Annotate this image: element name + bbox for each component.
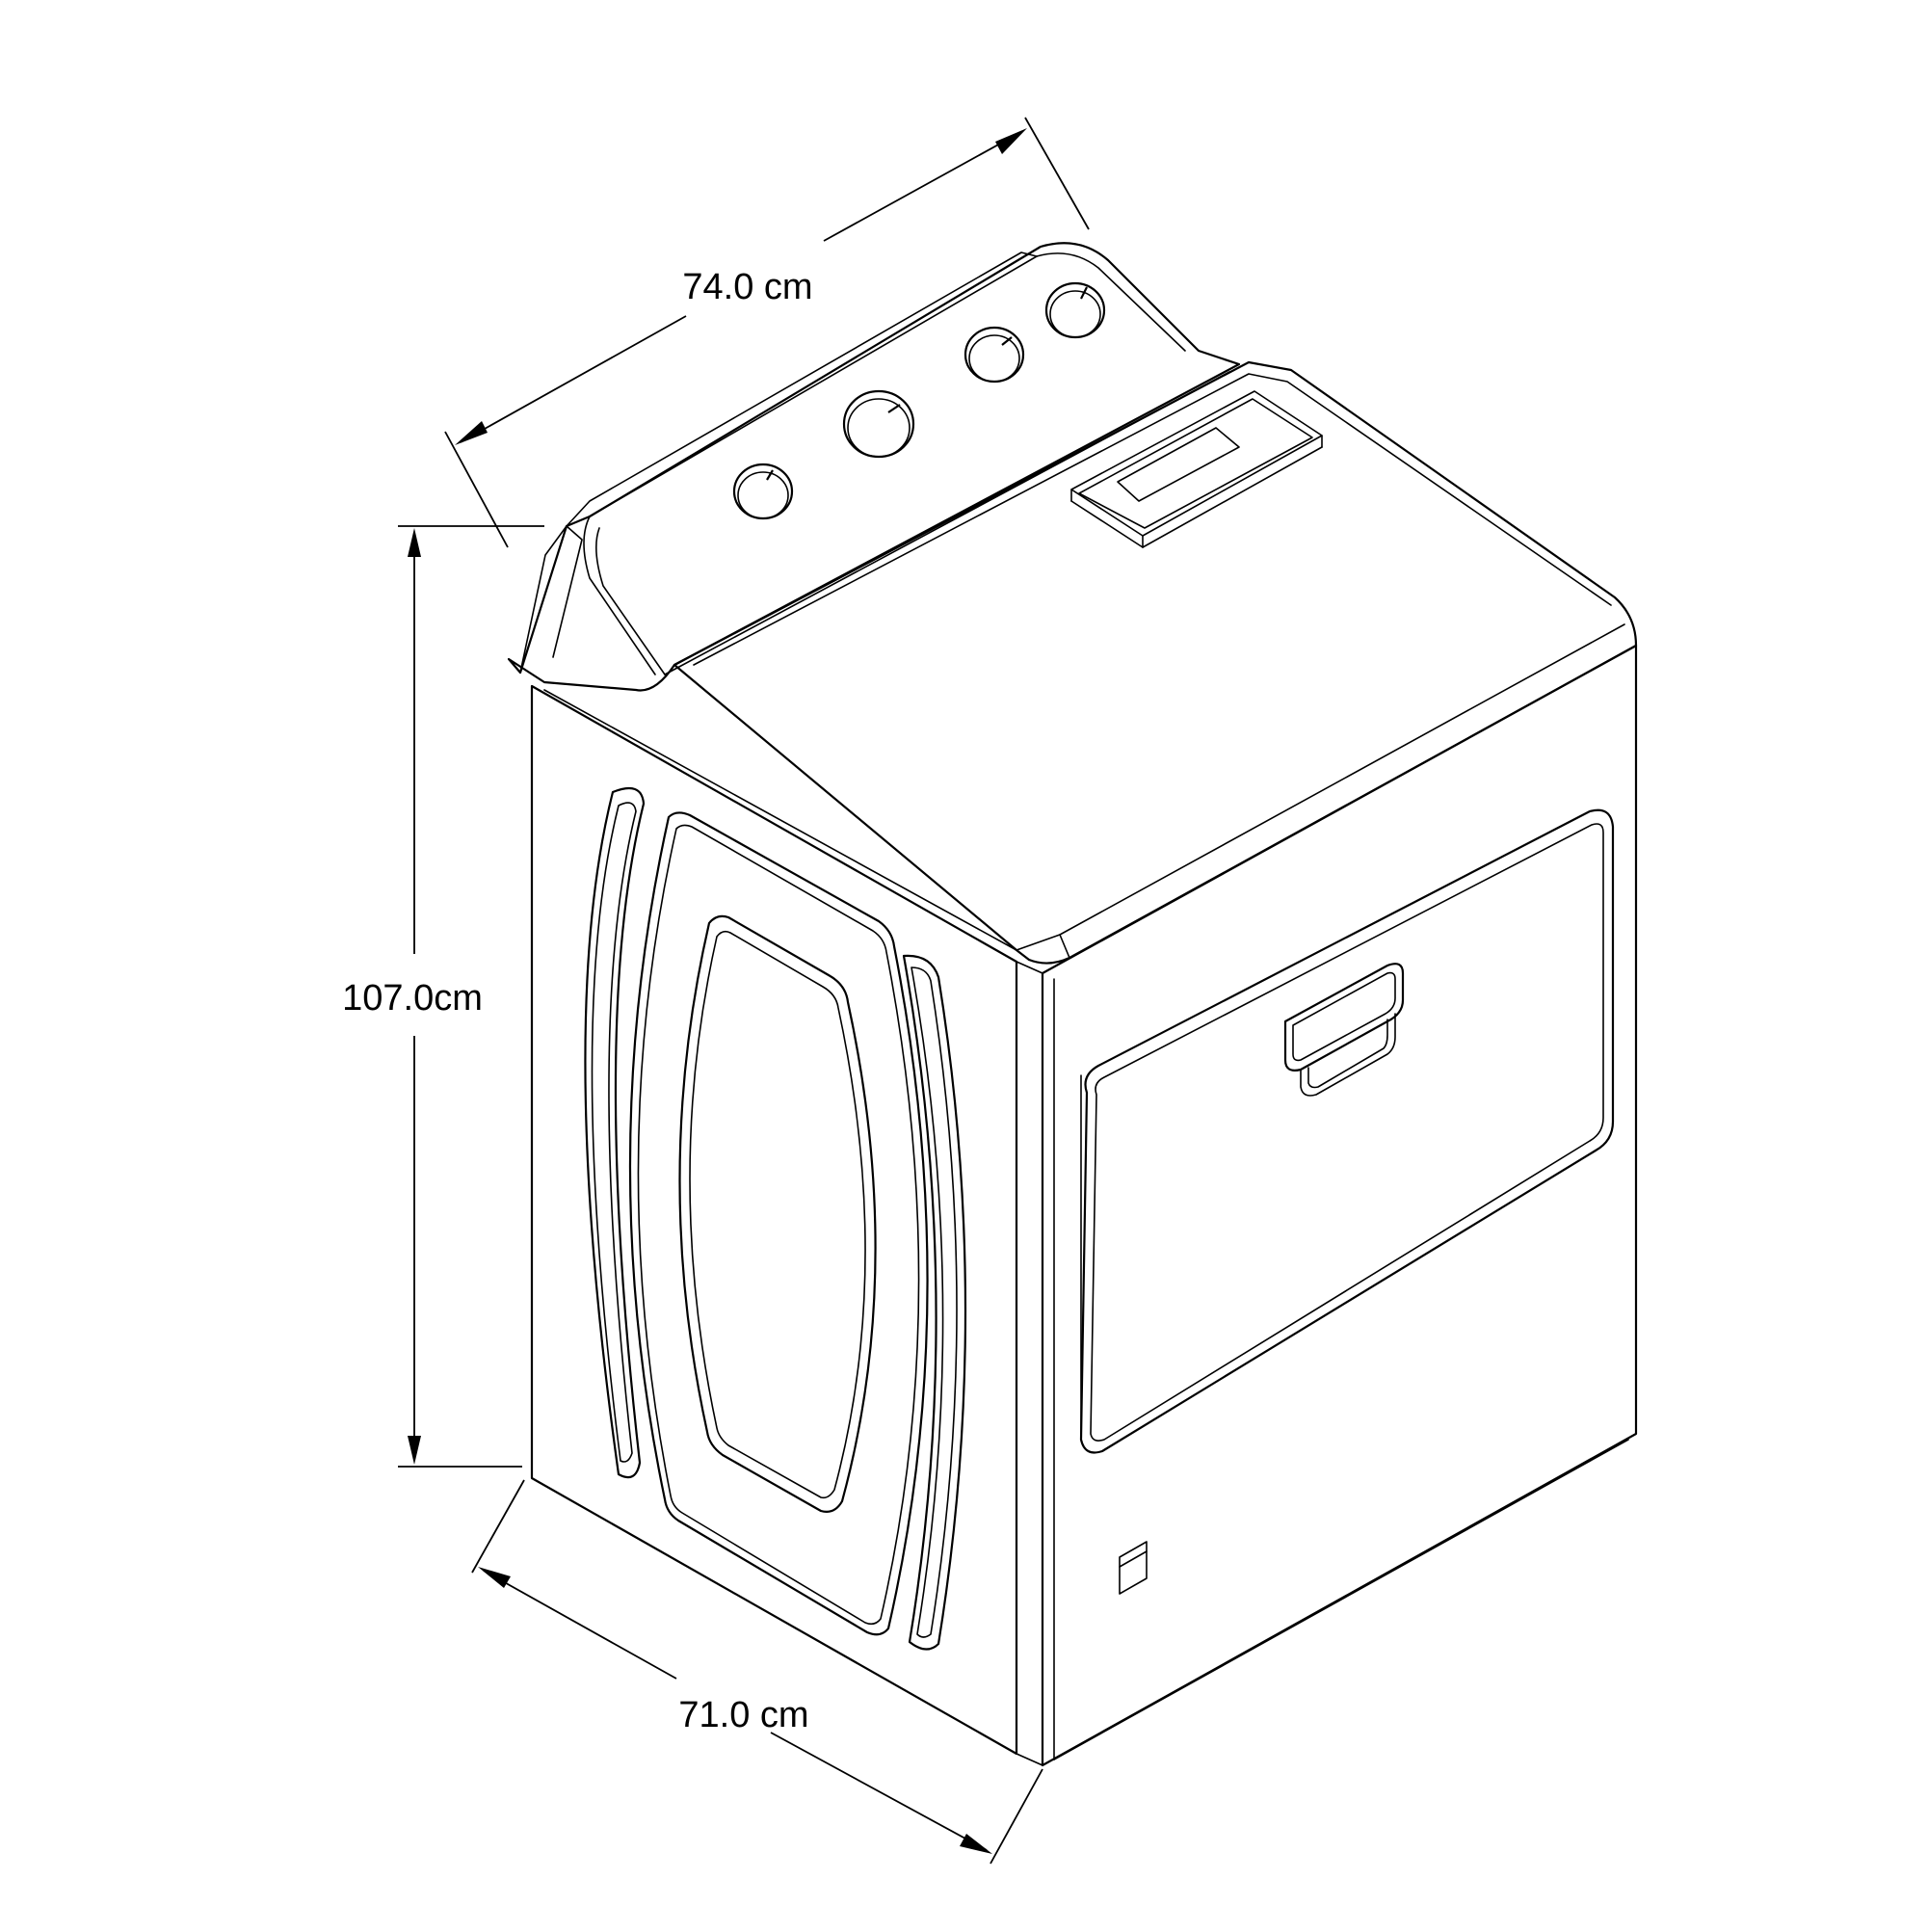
depth-extension-line-right [990,1768,1043,1865]
door-right-grip[interactable] [902,954,967,1651]
knob-2[interactable] [842,389,915,459]
width-label: 74.0 cm [682,267,812,307]
knob-4[interactable] [1044,281,1106,339]
depth-dimension-line-a [483,1570,677,1680]
depth-label: 71.0 cm [678,1695,808,1735]
knob-2-dial[interactable] [842,389,915,459]
side-handle-grip[interactable] [1283,963,1405,1072]
side-face [1041,644,1638,1767]
width-dimension-line-b [823,132,1020,242]
side-recess-outline [1079,808,1615,1454]
knob-3-indicator [1001,336,1013,346]
door-window [678,914,877,1513]
knob-1-indicator [766,469,774,481]
knob-4-indicator [1080,286,1088,300]
lint-filter [1070,390,1323,537]
console-outline [507,242,1241,692]
height-label: 107.0cm [342,978,483,1019]
knob-2-indicator [887,404,901,413]
depth-extension-line-left [471,1479,525,1574]
side-panel-recess [1079,808,1615,1454]
door-panel[interactable] [628,811,929,1636]
width-dimension: 74.0 cm [444,117,1090,548]
dryer-cabinet [530,644,1638,1767]
knob-3[interactable] [964,326,1025,384]
height-dimension: 107.0cm [342,525,544,1468]
depth-dimension: 71.0 cm [471,1479,1043,1865]
depth-arrow-right [960,1834,992,1854]
rating-label-plate [1119,1541,1148,1595]
width-arrow-left [455,421,488,445]
control-console [507,242,1241,692]
lid-outline [673,360,1638,965]
depth-arrow-left [478,1567,511,1588]
height-arrow-top [408,528,421,557]
depth-dimension-line-b [770,1732,988,1851]
height-arrow-bottom [408,1436,421,1465]
width-extension-line-left [444,431,509,548]
front-door[interactable] [584,786,967,1651]
width-dimension-line-a [460,315,687,443]
side-handle[interactable] [1283,963,1405,1097]
width-arrow-right [995,128,1027,154]
door-left-grip[interactable] [584,786,646,1479]
top-lid [543,360,1638,965]
front-face [530,684,1018,1756]
width-extension-line-right [1024,117,1090,230]
knob-1[interactable] [732,463,794,520]
